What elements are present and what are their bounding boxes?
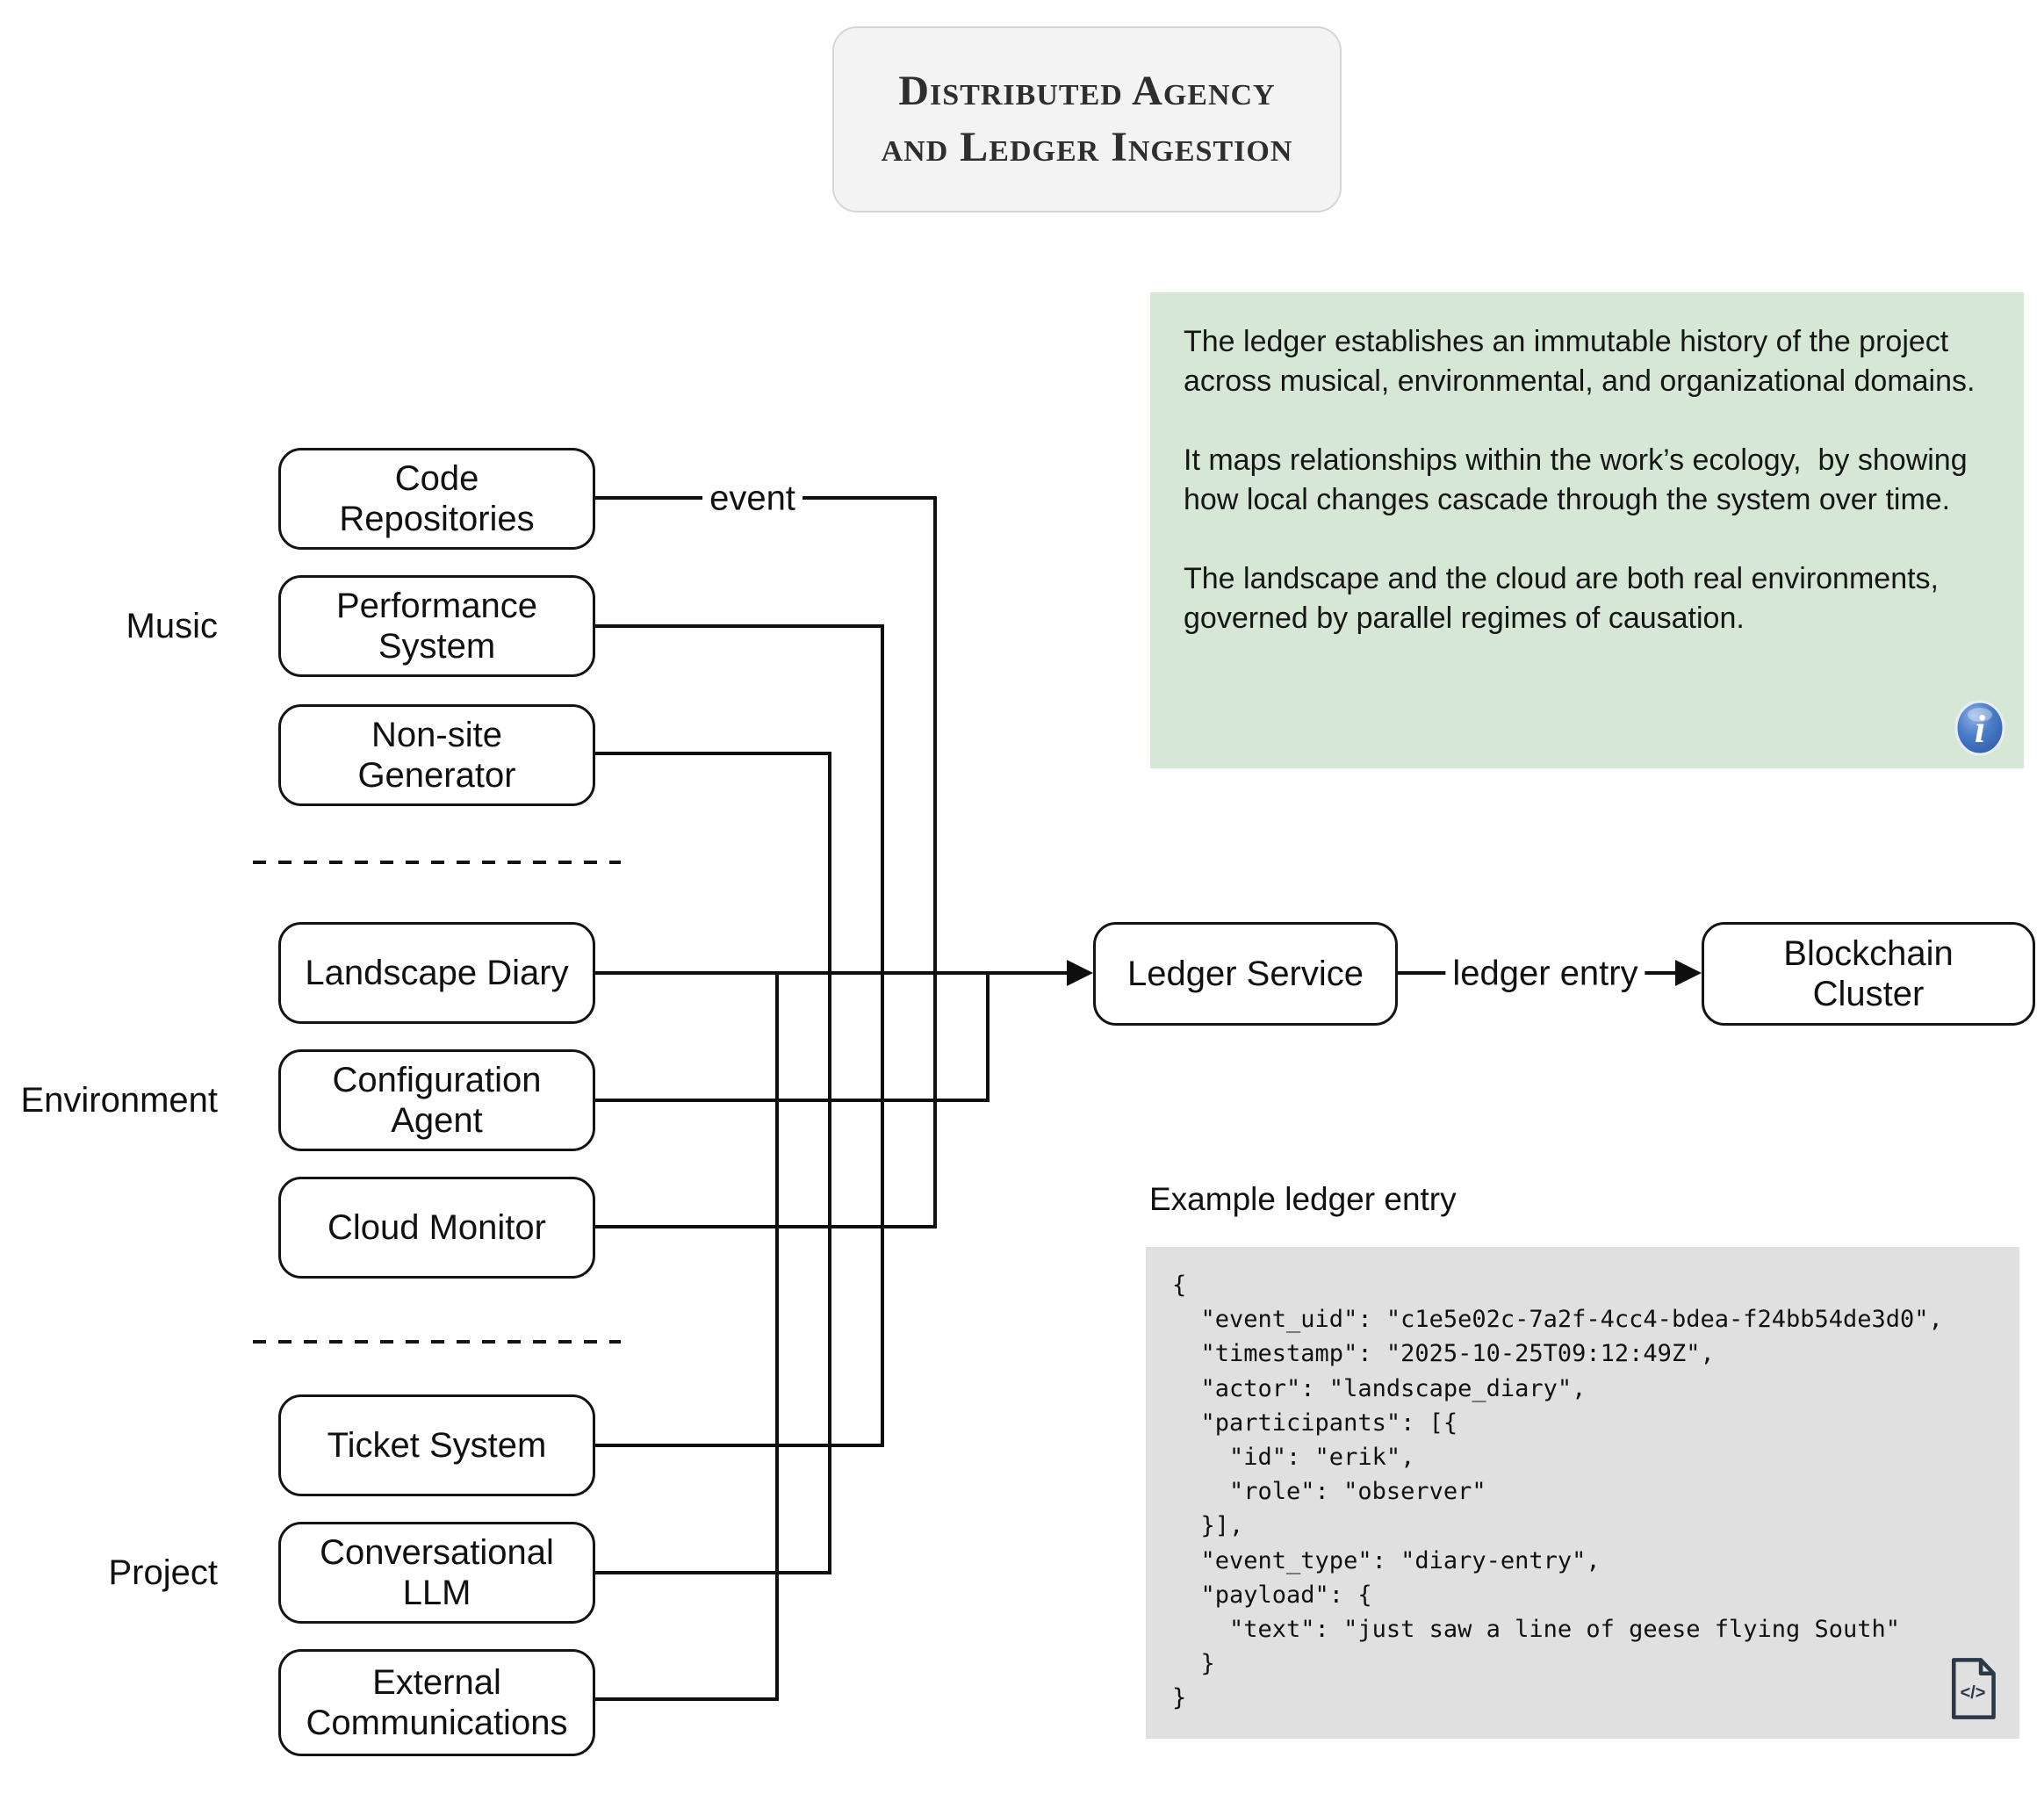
node-non-site-generator: Non-site Generator xyxy=(278,704,595,806)
group-label-project: Project xyxy=(108,1553,219,1592)
node-landscape-diary: Landscape Diary xyxy=(278,922,595,1024)
note-paragraph-2: It maps relationships within the work’s … xyxy=(1184,443,1976,516)
edge-bus-column-4 xyxy=(933,496,937,1228)
note-box: The ledger establishes an immutable hist… xyxy=(1150,292,2024,768)
edge-external-communications-out xyxy=(595,1697,777,1701)
code-line: }], xyxy=(1172,1512,1244,1540)
node-cloud-monitor: Cloud Monitor xyxy=(278,1177,595,1279)
example-ledger-entry-code-block: { "event_uid": "c1e5e02c-7a2f-4cc4-bdea-… xyxy=(1146,1247,2019,1739)
page-title-line-2: and Ledger Ingestion xyxy=(881,124,1293,170)
arrowhead-into-blockchain-cluster xyxy=(1675,960,1702,986)
edge-trunk-to-ledger-service xyxy=(595,971,1071,975)
edge-bus-column-1 xyxy=(775,971,779,1701)
svg-text:i: i xyxy=(1975,708,1986,751)
node-configuration-agent: Configuration Agent xyxy=(278,1049,595,1151)
edge-bus-column-5 xyxy=(986,971,990,1102)
svg-text:</>: </> xyxy=(1961,1683,1986,1703)
arrowhead-into-ledger-service xyxy=(1067,960,1093,986)
code-line: "role": "observer" xyxy=(1172,1478,1486,1506)
code-line: } xyxy=(1172,1684,1187,1712)
edge-label-ledger-entry: ledger entry xyxy=(1445,954,1645,994)
edge-non-site-generator-out xyxy=(595,752,830,755)
code-line: } xyxy=(1172,1650,1215,1678)
edge-configuration-agent-out xyxy=(595,1099,988,1102)
code-line: "event_uid": "c1e5e02c-7a2f-4cc4-bdea-f2… xyxy=(1172,1306,1943,1334)
edge-cloud-monitor-out xyxy=(595,1225,935,1228)
group-separator-environment-project xyxy=(253,1340,621,1344)
group-separator-music-environment xyxy=(253,861,621,864)
node-conversational-llm: Conversational LLM xyxy=(278,1522,595,1624)
code-line: "id": "erik", xyxy=(1172,1444,1415,1472)
node-code-repositories: Code Repositories xyxy=(278,448,595,550)
code-line: { xyxy=(1172,1272,1187,1299)
node-ledger-service: Ledger Service xyxy=(1093,922,1398,1026)
code-line: "text": "just saw a line of geese flying… xyxy=(1172,1616,1901,1644)
example-ledger-entry-heading: Example ledger entry xyxy=(1149,1181,1457,1217)
code-line: "actor": "landscape_diary", xyxy=(1172,1374,1587,1402)
group-label-music: Music xyxy=(126,607,218,645)
note-paragraph-1: The ledger establishes an immutable hist… xyxy=(1184,325,1976,398)
edge-bus-column-3 xyxy=(881,624,884,1447)
page-title-line-1: Distributed Agency xyxy=(898,68,1276,114)
code-line: "participants": [{ xyxy=(1172,1409,1458,1437)
edge-performance-system-out xyxy=(595,624,882,628)
diagram-title-box: Distributed Agency and Ledger Ingestion xyxy=(832,26,1342,213)
edge-ticket-system-out xyxy=(595,1444,882,1447)
note-paragraph-3: The landscape and the cloud are both rea… xyxy=(1184,562,1947,635)
edge-label-event: event xyxy=(702,479,802,519)
node-external-communications: External Communications xyxy=(278,1649,595,1756)
code-line: "timestamp": "2025-10-25T09:12:49Z", xyxy=(1172,1340,1715,1368)
group-label-environment: Environment xyxy=(20,1081,218,1120)
edge-conversational-llm-out xyxy=(595,1571,830,1574)
code-line: "payload": { xyxy=(1172,1581,1372,1609)
info-icon[interactable]: i xyxy=(1952,700,2008,756)
code-file-icon[interactable]: </> xyxy=(1947,1654,1998,1723)
node-blockchain-cluster: Blockchain Cluster xyxy=(1702,922,2035,1026)
code-line: "event_type": "diary-entry", xyxy=(1172,1546,1601,1574)
info-icon-graphic: i xyxy=(1954,700,2005,756)
node-performance-system: Performance System xyxy=(278,575,595,677)
code-file-icon-graphic: </> xyxy=(1951,1658,1996,1719)
edge-bus-column-2 xyxy=(828,752,831,1574)
node-ticket-system: Ticket System xyxy=(278,1394,595,1496)
